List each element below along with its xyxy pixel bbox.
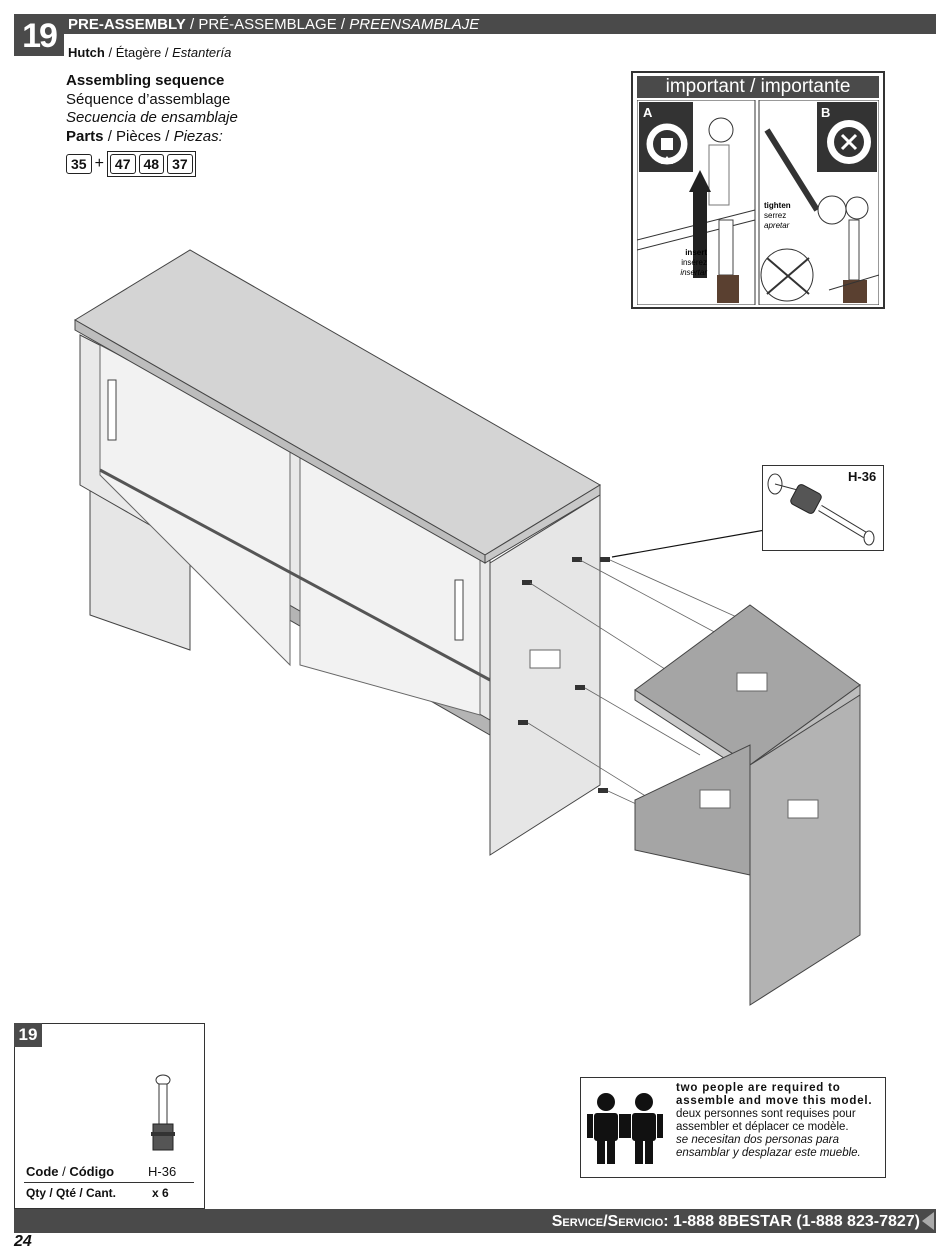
important-illustration: A insert insérez insertar B tighten serr… — [637, 100, 879, 305]
part-37: 37 — [167, 154, 193, 174]
phone-number: 1-888 8BESTAR (1-888 823-7827) — [673, 1213, 920, 1230]
part-35: 35 — [66, 154, 92, 174]
hutch-assembly-illustration — [74, 249, 861, 1006]
title-en: PRE-ASSEMBLY — [68, 16, 186, 33]
qty-value: x 6 — [152, 1186, 169, 1200]
hardware-step-number: 19 — [14, 1023, 42, 1047]
qty-row: Qty / Qté / Cant. x 6 — [26, 1186, 169, 1200]
page-number: 24 — [14, 1233, 32, 1250]
part-47: 47 — [109, 154, 136, 174]
cam-bolt-icon — [767, 473, 875, 546]
part-group: 47 48 37 — [106, 151, 196, 177]
service-label: Service/Servicio: — [551, 1213, 669, 1230]
sequence-fr: Séquence d’assemblage — [66, 90, 231, 108]
subtitle: Hutch / Étagère / Estantería — [68, 45, 232, 60]
title-es: PREENSAMBLAJE — [349, 16, 480, 33]
code-row: Code / Código H-36 — [26, 1164, 177, 1179]
tighten-fr: serrez — [764, 211, 786, 220]
cam-bolt-upright-icon — [151, 1074, 175, 1151]
notice-en: two people are required to assemble and … — [676, 1082, 873, 1107]
footer-arrow-icon — [922, 1212, 934, 1230]
panel-b-label: B — [821, 105, 830, 120]
insert-en: insert — [685, 248, 707, 257]
footer-bar — [14, 1209, 936, 1233]
parts-sequence: 35 + 47 48 37 — [66, 151, 196, 177]
sequence-en: Assembling sequence — [66, 72, 225, 89]
header-bar — [14, 14, 936, 34]
subtitle-es: Estantería — [172, 45, 232, 60]
insert-es: insertar — [680, 268, 707, 277]
hardware-box — [14, 1023, 205, 1209]
plus-sign: + — [94, 155, 104, 172]
divider — [24, 1182, 194, 1183]
part-48: 48 — [138, 154, 165, 174]
service-phone: Service/Servicio: 1-888 8BESTAR (1-888 8… — [480, 1209, 920, 1233]
hardware-callout-label: H-36 — [848, 469, 877, 484]
subtitle-en: Hutch — [68, 45, 105, 60]
insert-fr: insérez — [681, 258, 707, 267]
sequence-es: Secuencia de ensamblaje — [66, 109, 238, 126]
notice-fr: deux personnes sont requises pour assemb… — [676, 1108, 856, 1133]
parts-label: Parts / Pièces / Piezas: — [66, 127, 223, 145]
page-title: PRE-ASSEMBLY / PRÉ-ASSEMBLAGE / PREENSAM… — [68, 16, 480, 33]
panel-a-label: A — [643, 105, 653, 120]
title-fr: PRÉ-ASSEMBLAGE — [198, 16, 337, 33]
tighten-es: apretar — [764, 221, 790, 230]
assembling-sequence: Assembling sequence Séquence d’assemblag… — [66, 72, 238, 146]
important-title: important / importante — [637, 76, 879, 98]
code-value: H-36 — [148, 1164, 177, 1179]
tighten-en: tighten — [764, 201, 791, 210]
two-people-text: two people are required to assemble and … — [676, 1082, 878, 1160]
two-people-icon — [587, 1093, 663, 1164]
step-number: 19 — [14, 14, 64, 56]
notice-es: se necesitan dos personas para ensamblar… — [676, 1134, 861, 1159]
subtitle-fr: Étagère — [115, 45, 162, 60]
